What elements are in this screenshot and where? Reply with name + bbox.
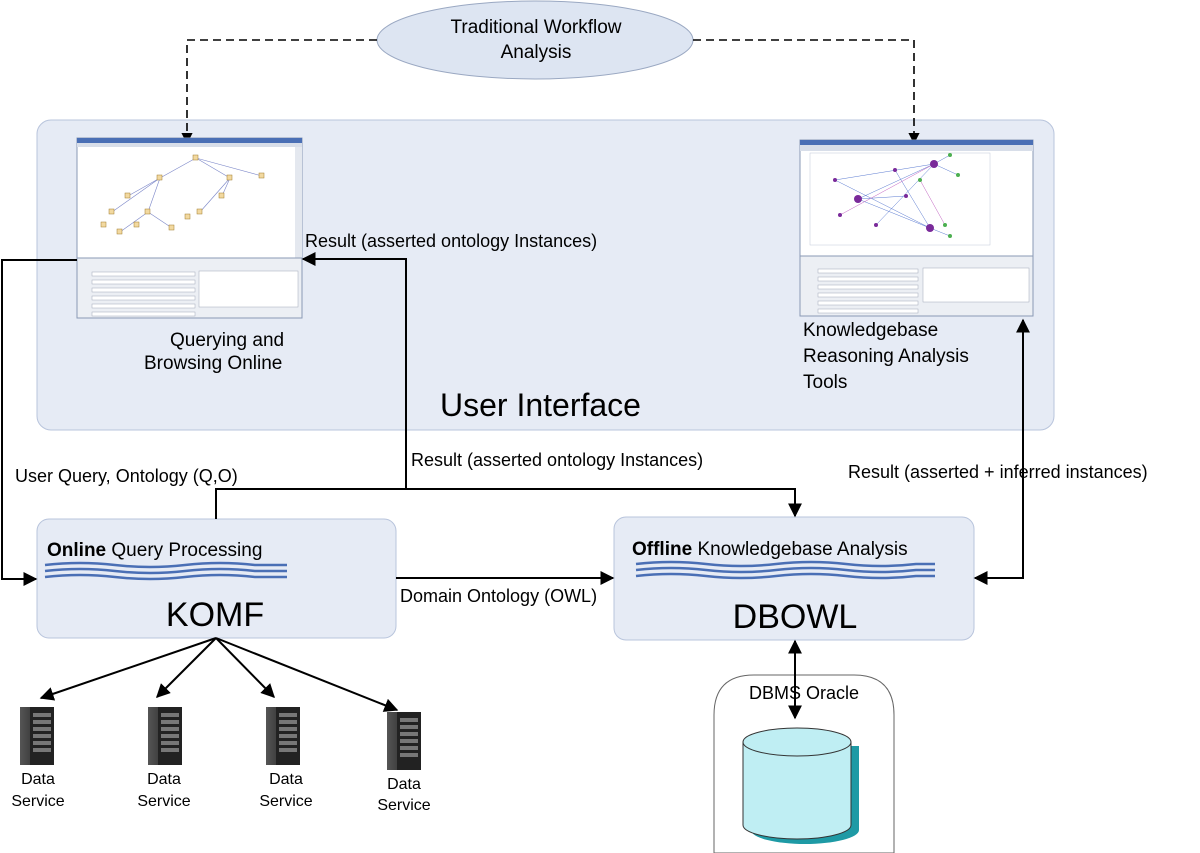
dbowl-name: DBOWL: [733, 598, 858, 636]
data-service-label: Data: [387, 776, 421, 793]
right-caption-line2: Reasoning Analysis: [803, 346, 969, 367]
user-interface-title: User Interface: [440, 387, 641, 423]
data-service-label: Service: [377, 797, 430, 814]
database-cylinder-icon: [742, 727, 859, 844]
right-caption-line3: Tools: [803, 372, 847, 393]
data-service-label: Data: [21, 771, 55, 788]
workflow-label-line2: Analysis: [501, 42, 572, 63]
server-icon: [266, 707, 300, 765]
result-right-label: Result (asserted + inferred instances): [848, 462, 1148, 482]
left-caption-line1: Querying and: [170, 330, 284, 351]
knowledgebase-tools-screenshot: [799, 139, 1034, 317]
result-top-label: Result (asserted ontology Instances): [305, 231, 597, 251]
server-icon: [148, 707, 182, 765]
workflow-label-line1: Traditional Workflow: [450, 17, 621, 38]
result-right-arrow: [973, 318, 1030, 585]
right-caption-line1: Knowledgebase: [803, 320, 938, 341]
dashed-arrow-right: [693, 39, 920, 145]
dbowl-heading: Offline Knowledgebase Analysis: [632, 539, 908, 560]
user-query-arrow: [1, 259, 77, 586]
traditional-workflow-ellipse: [376, 0, 694, 80]
dashed-arrow-left: [181, 39, 377, 145]
user-query-label: User Query, Ontology (Q,O): [15, 466, 238, 486]
data-service-label: Data: [269, 771, 303, 788]
dbms-oracle-label: DBMS Oracle: [749, 683, 859, 703]
left-caption-line2: Browsing Online: [144, 353, 282, 374]
komf-heading: Online Query Processing: [47, 540, 262, 561]
server-icon: [20, 707, 54, 765]
data-service-label: Service: [11, 793, 64, 810]
data-service-arrows: [39, 637, 399, 712]
data-service-label: Service: [137, 793, 190, 810]
komf-waves: [44, 561, 287, 581]
data-service-label: Service: [259, 793, 312, 810]
dbowl-waves: [635, 560, 935, 580]
result-mid-label: Result (asserted ontology Instances): [411, 450, 703, 470]
komf-name: KOMF: [166, 596, 264, 634]
server-icon: [387, 712, 421, 770]
query-browser-screenshot: [76, 137, 303, 319]
data-service-label: Data: [147, 771, 181, 788]
result-mid-arrow: [406, 488, 802, 518]
domain-ontology-label: Domain Ontology (OWL): [400, 586, 597, 606]
